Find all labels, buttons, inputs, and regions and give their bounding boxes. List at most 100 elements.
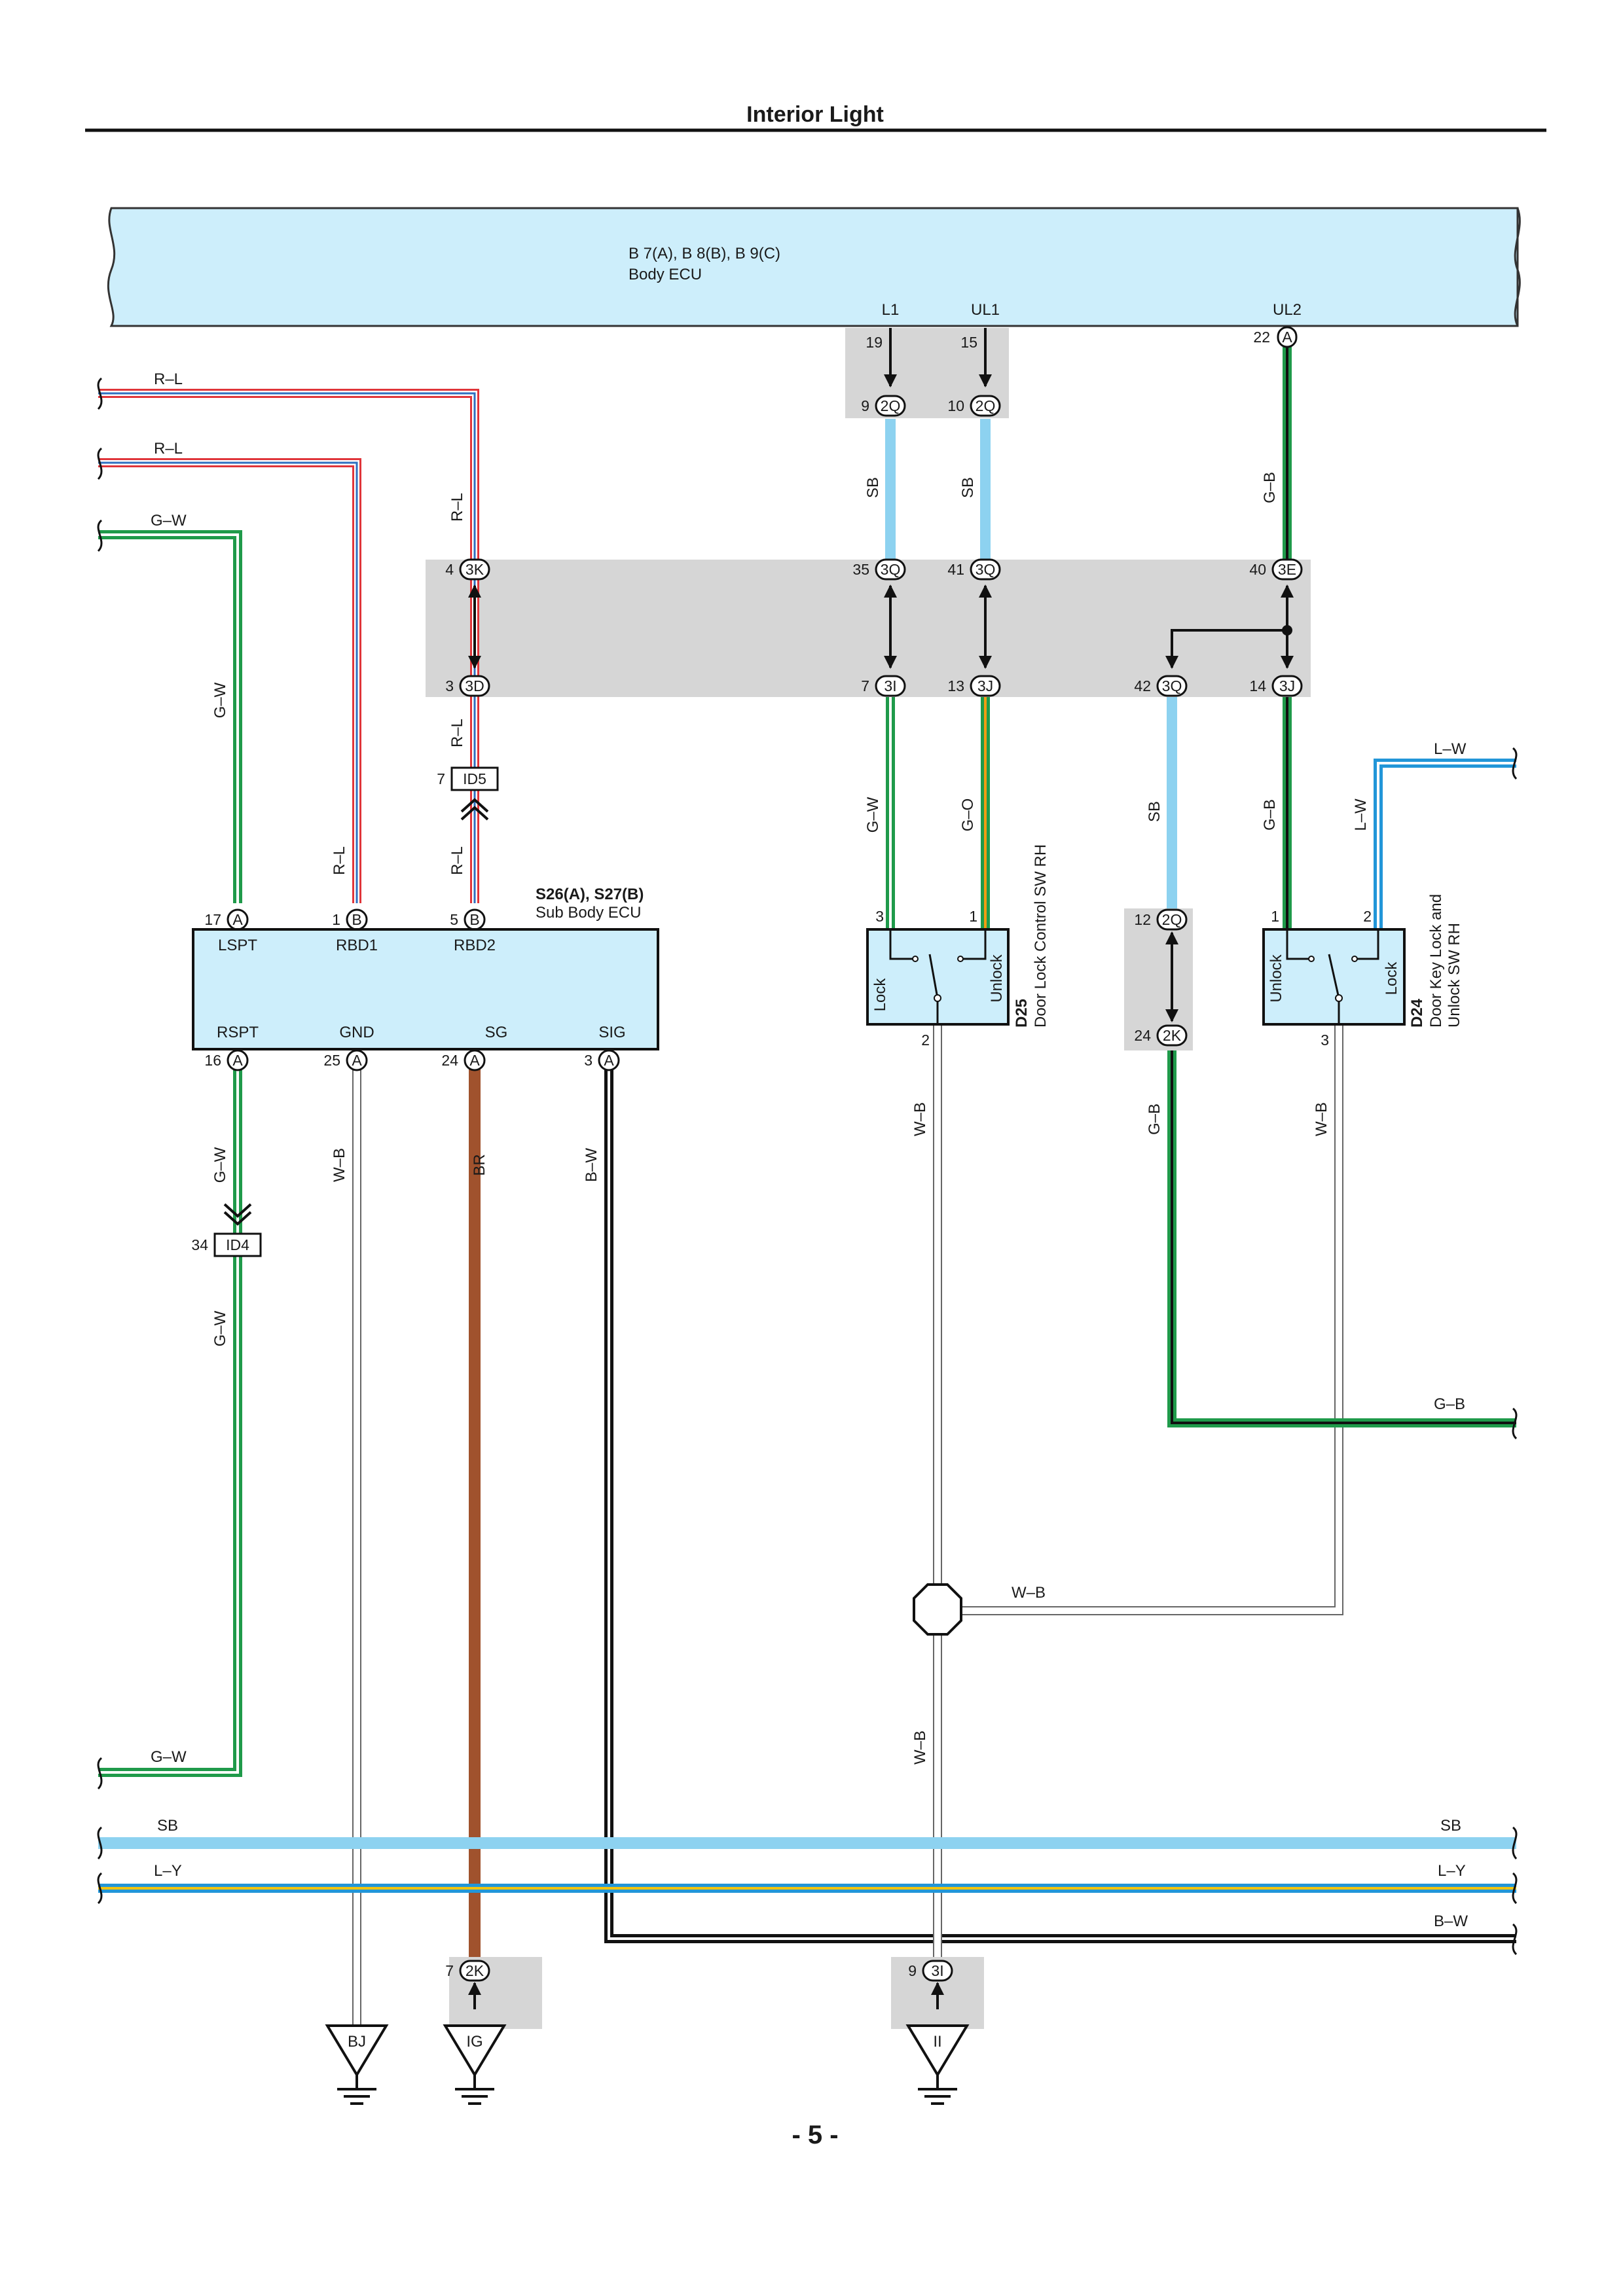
svg-text:3: 3	[584, 1052, 593, 1069]
svg-text:2Q: 2Q	[881, 397, 901, 414]
svg-text:3J: 3J	[977, 677, 993, 694]
svg-text:3J: 3J	[1279, 677, 1295, 694]
wire-label-gw-in: G–W	[151, 512, 187, 529]
wire-label-sb-2: SB	[959, 477, 977, 498]
switch-d25: Lock Unlock D25 Door Lock Control SW RH	[866, 844, 1049, 1028]
svg-text:9: 9	[861, 397, 869, 414]
wires	[98, 345, 1516, 2026]
wire-label-go: G–O	[959, 798, 977, 832]
wire-label-sb-bus-l: SB	[157, 1817, 178, 1835]
svg-text:A: A	[232, 911, 243, 928]
wire-bw	[604, 1060, 1516, 1943]
pin-numbers: 19 15 22 9 10 4 35 41 40 3 7 13 42 14 12…	[204, 329, 1372, 1979]
id4-pin: 34	[191, 1236, 208, 1253]
svg-text:B: B	[352, 911, 361, 928]
svg-text:22: 22	[1253, 329, 1270, 346]
svg-text:A: A	[232, 1052, 243, 1069]
wire-label-wb-d25: W–B	[911, 1102, 929, 1136]
wire-label-gw-3: G–W	[211, 1147, 229, 1183]
sub-body-ecu-name: Sub Body ECU	[536, 904, 641, 922]
wire-label-wb-d24: W–B	[1313, 1102, 1330, 1136]
wire-gw-in	[98, 530, 242, 903]
id4-code: ID4	[226, 1236, 249, 1253]
conn-ul2	[1277, 326, 1298, 348]
svg-text:2K: 2K	[465, 1962, 484, 1979]
svg-text:3E: 3E	[1278, 561, 1296, 578]
wire-label-rl-1: R–L	[154, 370, 183, 388]
svg-text:12: 12	[1134, 911, 1151, 928]
wire-label-bw-bus: B–W	[1434, 1912, 1468, 1930]
terminal-rbd1: RBD1	[336, 937, 378, 954]
svg-text:14: 14	[1249, 677, 1266, 694]
terminal-ul1: UL1	[971, 301, 1000, 319]
wire-label-gb-2: G–B	[1261, 799, 1279, 831]
conn-3e	[1271, 558, 1303, 581]
body-ecu-ref: B 7(A), B 8(B), B 9(C)	[629, 245, 780, 262]
ground-ii-label: II	[933, 2033, 941, 2051]
svg-text:41: 41	[947, 561, 964, 578]
junction-arrows	[468, 328, 1294, 2009]
wire-label-wb-gnd: W–B	[331, 1148, 348, 1182]
wire-label-gw-2: G–W	[864, 797, 882, 833]
d25-lock-label: Lock	[871, 978, 889, 1012]
d24-lock-label: Lock	[1383, 961, 1400, 996]
svg-text:3Q: 3Q	[976, 561, 996, 578]
conn-3j-mid	[970, 675, 1001, 697]
svg-text:1: 1	[1271, 908, 1279, 925]
svg-text:15: 15	[960, 334, 977, 351]
svg-text:4: 4	[445, 561, 454, 578]
svg-text:7: 7	[445, 1962, 454, 1979]
terminal-ul2: UL2	[1273, 301, 1302, 319]
svg-text:3Q: 3Q	[881, 561, 901, 578]
svg-text:2Q: 2Q	[1162, 911, 1182, 928]
svg-text:40: 40	[1249, 561, 1266, 578]
svg-text:B: B	[469, 911, 479, 928]
wire-gb-right	[1167, 1050, 1516, 1427]
wire-label-ly-l: L–Y	[154, 1862, 182, 1880]
svg-text:3I: 3I	[931, 1962, 943, 1979]
svg-text:24: 24	[441, 1052, 458, 1069]
conn-3q-low	[1156, 675, 1188, 697]
svg-text:13: 13	[947, 677, 964, 694]
svg-text:3: 3	[875, 908, 884, 925]
inline-connectors: ID5 7 ID4 34	[191, 766, 499, 1257]
conn-2q-l1	[875, 395, 906, 417]
svg-text:1: 1	[332, 911, 340, 928]
ground-labels: BJ IG II	[348, 2033, 942, 2051]
wire-label-gw-out: G–W	[151, 1748, 187, 1766]
wire-label-lw-h: L–W	[1434, 740, 1467, 758]
d24-name-1: Door Key Lock and	[1427, 894, 1445, 1028]
switch-d24: Unlock Lock D24 Door Key Lock and Unlock…	[1262, 894, 1463, 1028]
svg-text:9: 9	[908, 1962, 917, 1979]
page-title: Interior Light	[746, 102, 884, 127]
splice-point	[913, 1583, 962, 1636]
wire-wb-d24	[938, 1024, 1343, 1615]
wire-label-rl-2: R–L	[154, 440, 183, 457]
d24-code: D24	[1408, 998, 1426, 1028]
conn-3j-right	[1271, 675, 1303, 697]
junction-blocks	[426, 328, 1311, 2029]
svg-text:10: 10	[947, 397, 964, 414]
svg-text:3K: 3K	[465, 561, 484, 578]
wire-label-gb-1: G–B	[1261, 472, 1279, 503]
d25-unlock-label: Unlock	[988, 954, 1006, 1002]
svg-text:17: 17	[204, 911, 221, 928]
svg-text:2: 2	[1363, 908, 1372, 925]
conn-3i	[875, 675, 906, 697]
wire-label-rl-v2: R–L	[331, 846, 348, 875]
wire-lw	[1374, 759, 1516, 929]
ground-bj-label: BJ	[348, 2033, 366, 2051]
conn-3k	[459, 558, 490, 581]
wire-break-marks	[97, 377, 1518, 1956]
wire-label-wb-splice: W–B	[1012, 1584, 1046, 1602]
svg-text:19: 19	[866, 334, 883, 351]
sub-body-ecu: S26(A), S27(B) Sub Body ECU LSPT RBD1 RB…	[192, 886, 659, 1050]
svg-text:A: A	[1282, 329, 1292, 346]
terminal-lspt: LSPT	[218, 937, 257, 954]
ground-ig	[443, 2024, 507, 2105]
wire-label-lw-v: L–W	[1352, 798, 1370, 831]
id5-box	[450, 766, 499, 791]
svg-text:3Q: 3Q	[1162, 677, 1182, 694]
svg-text:5: 5	[450, 911, 458, 928]
svg-text:2Q: 2Q	[976, 397, 996, 414]
